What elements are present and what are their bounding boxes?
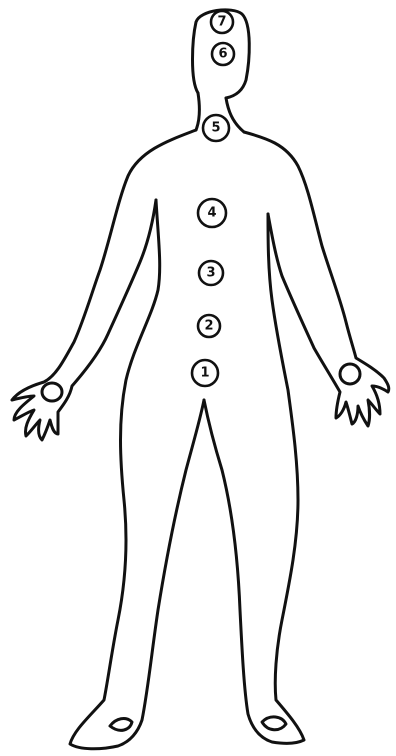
marker-5: 5 xyxy=(203,115,229,141)
svg-text:3: 3 xyxy=(206,266,215,281)
svg-text:4: 4 xyxy=(207,206,216,221)
svg-text:6: 6 xyxy=(218,47,227,62)
marker-4: 4 xyxy=(198,199,226,227)
svg-text:7: 7 xyxy=(217,15,226,30)
neck-left-outline xyxy=(196,93,199,130)
svg-text:1: 1 xyxy=(200,366,209,381)
left-palm-ring xyxy=(42,383,62,401)
right-palm-ring xyxy=(340,364,360,384)
marker-1: 1 xyxy=(192,360,218,386)
marker-2: 2 xyxy=(198,315,220,337)
marker-3: 3 xyxy=(199,261,223,285)
svg-text:5: 5 xyxy=(211,121,220,136)
svg-text:2: 2 xyxy=(204,319,213,334)
marker-7: 7 xyxy=(211,11,233,33)
left-foot-detail xyxy=(110,719,132,731)
marker-6: 6 xyxy=(212,43,234,65)
left-arm-outline xyxy=(12,130,196,440)
right-foot-detail xyxy=(262,717,286,730)
right-arm-outline xyxy=(244,132,389,426)
torso-left-leg-outline xyxy=(70,200,204,749)
